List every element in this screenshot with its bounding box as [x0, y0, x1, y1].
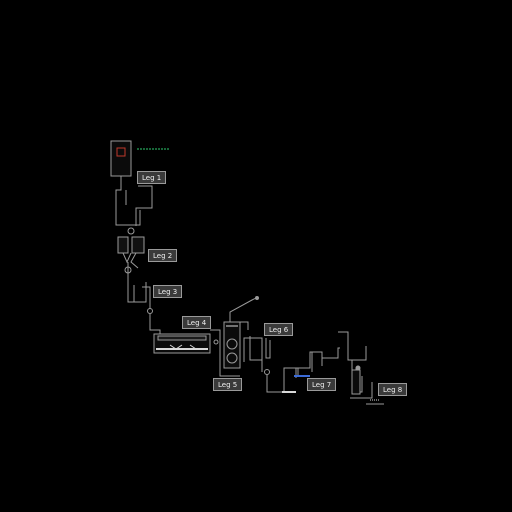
- leg-1-label[interactable]: Leg 1: [137, 171, 167, 184]
- leg-4-pipe: [210, 329, 240, 377]
- leg-8-tank: [351, 369, 361, 395]
- leg-4-label[interactable]: Leg 4: [182, 316, 212, 329]
- leg-2-pipe: [122, 252, 139, 280]
- leg-7-pipe: [295, 347, 340, 378]
- source-tank-alarm-icon: [116, 147, 126, 157]
- leg-3-label[interactable]: Leg 3: [153, 285, 183, 298]
- leg-6-valve: [264, 369, 270, 375]
- leg-2-tank-b: [131, 236, 145, 254]
- leg-5-clarifier-b: [226, 352, 238, 364]
- leg-1-valve: [127, 227, 135, 235]
- leg-8-label[interactable]: Leg 8: [378, 383, 408, 396]
- leg-5-tower: [223, 321, 241, 369]
- leg-2-label[interactable]: Leg 2: [148, 249, 178, 262]
- leg-2-valve: [124, 266, 132, 274]
- source-tank: [110, 140, 132, 177]
- leg-6-label[interactable]: Leg 6: [264, 323, 294, 336]
- leg-2-tank-a: [117, 236, 129, 254]
- leg-1-pipe: [115, 176, 153, 226]
- leg-6-pipe: [243, 336, 271, 372]
- leg-3-valve: [147, 308, 153, 314]
- leg-7-label[interactable]: Leg 7: [307, 378, 337, 391]
- leg-3-pipe: [127, 280, 151, 309]
- leg-5-clarifier-a: [226, 338, 238, 350]
- leg-5-label[interactable]: Leg 5: [213, 378, 243, 391]
